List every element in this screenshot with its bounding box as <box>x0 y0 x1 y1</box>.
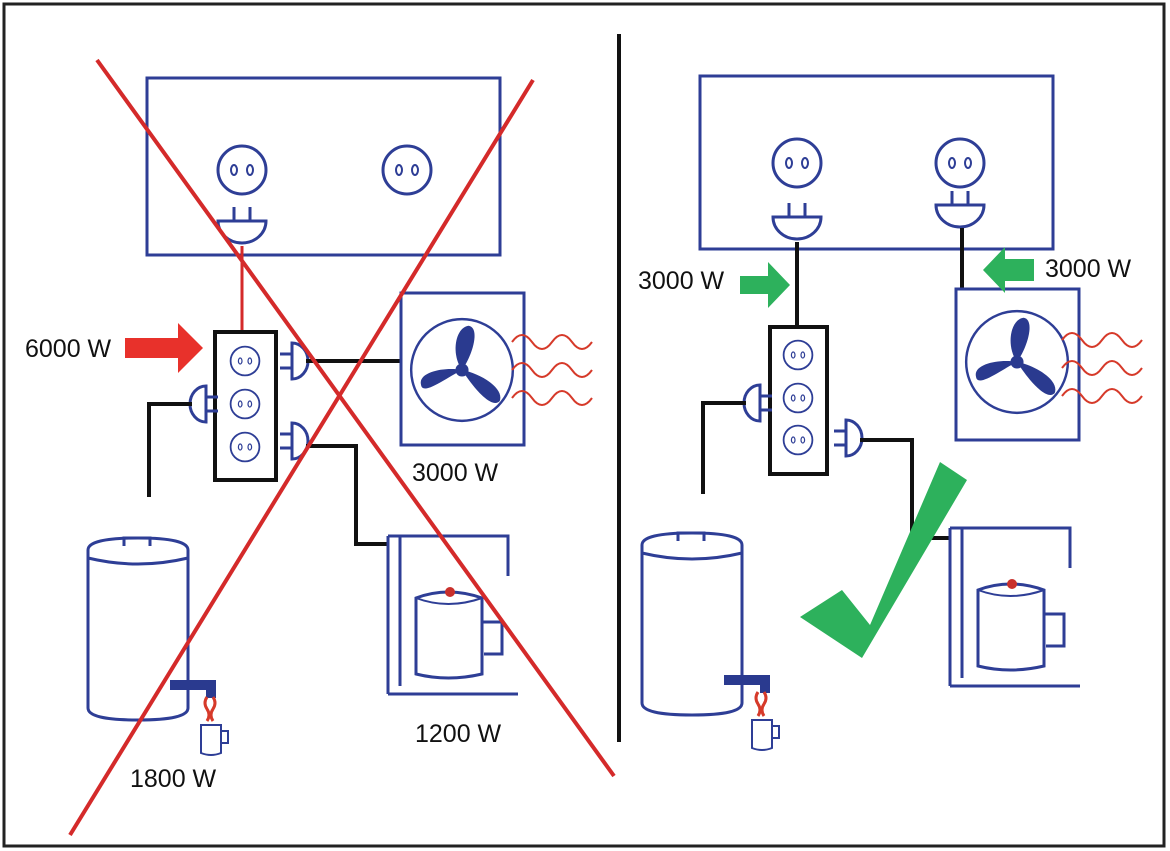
wall-plate-right <box>698 74 1055 251</box>
label-strip-load: 6000 W <box>25 335 112 363</box>
fan-icon <box>409 317 515 423</box>
label-heater-load: 3000 W <box>1045 255 1132 283</box>
strip-outlet-icon <box>229 431 261 463</box>
strip-outlet-icon <box>782 382 814 414</box>
cord <box>147 402 192 497</box>
green-checkmark-icon <box>800 462 967 658</box>
wall-outlet-icon <box>216 144 268 196</box>
fan-icon <box>964 309 1070 415</box>
strip-outlet-icon <box>782 339 814 371</box>
wall-outlet-icon <box>934 137 986 189</box>
panel-correct: 3000 W 3000 W <box>638 74 1143 752</box>
strip-outlet-icon <box>229 345 261 377</box>
label-coffee-watts: 1200 W <box>415 720 502 748</box>
wall-outlet-icon <box>381 144 433 196</box>
red-x-icon <box>68 58 616 837</box>
label-strip-load: 3000 W <box>638 267 725 295</box>
panel-incorrect: 6000 W 3000 W 1200 W 1800 W <box>25 58 616 837</box>
wall-outlet-icon <box>771 137 823 189</box>
strip-outlet-icon <box>229 388 261 420</box>
wall-plate-left <box>145 76 502 257</box>
strip-outlet-icon <box>782 424 814 456</box>
label-heater-watts: 3000 W <box>412 459 499 487</box>
arrow-icon <box>983 247 1034 293</box>
arrow-icon <box>740 262 790 308</box>
cord <box>701 401 746 494</box>
arrow-icon <box>125 323 203 373</box>
cord <box>306 444 388 546</box>
label-urn-watts: 1800 W <box>130 765 217 793</box>
